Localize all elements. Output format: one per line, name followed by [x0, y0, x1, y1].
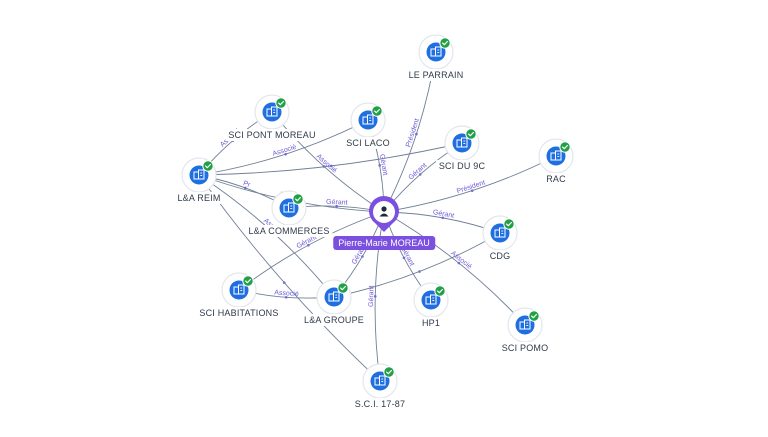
edge-arrow: [402, 256, 406, 260]
verified-check-icon: [383, 366, 395, 378]
edge-arrow: [244, 186, 247, 190]
edge-label: Associé: [449, 250, 473, 271]
edge-arrow: [284, 152, 287, 156]
edge-label: Gérant: [368, 285, 376, 307]
node-label-hp1: HP1: [418, 317, 444, 329]
node-label-sci-pont-moreau: SCI PONT MOREAU: [225, 129, 319, 141]
building-icon: [425, 294, 437, 305]
node-hp1[interactable]: [413, 282, 449, 318]
node-label-sci-pomo: SCI POMO: [498, 342, 552, 354]
node-sci-pont-moreau[interactable]: [254, 94, 290, 130]
building-icon: [193, 169, 205, 180]
edge-label: Président: [405, 118, 421, 148]
node-la-reim[interactable]: [181, 157, 217, 193]
building-icon: [362, 114, 374, 125]
edge-arrow: [378, 164, 381, 167]
edge-arrow: [441, 216, 445, 220]
building-icon: [328, 291, 340, 302]
building-icon: [233, 284, 245, 295]
edge-arrow: [418, 270, 421, 273]
person-pin-inner: [373, 201, 395, 223]
edge-arrow: [470, 189, 474, 192]
node-label-le-parrain: LE PARRAIN: [405, 69, 467, 81]
verified-check-icon: [275, 97, 287, 109]
node-sci-habitations[interactable]: [221, 272, 257, 308]
building-icon: [519, 319, 531, 330]
node-label-la-reim: L&A REIM: [174, 192, 224, 204]
verified-check-icon: [202, 160, 214, 172]
verified-check-icon: [439, 37, 451, 49]
edge-label: Pr: [242, 180, 252, 189]
node-rac[interactable]: [538, 138, 574, 174]
verified-check-icon: [337, 282, 349, 294]
center-node[interactable]: [369, 196, 400, 232]
edge-arrow: [418, 173, 422, 176]
node-la-commerces[interactable]: [271, 190, 307, 226]
verified-check-icon: [371, 105, 383, 117]
verified-check-icon: [242, 275, 254, 287]
node-label-rac: RAC: [543, 173, 569, 185]
edge-arrow: [361, 255, 364, 258]
building-icon: [266, 106, 278, 117]
node-sci-17-87[interactable]: [362, 363, 398, 399]
verified-check-icon: [465, 128, 477, 140]
building-icon: [283, 202, 295, 213]
edge-arrow: [282, 281, 286, 284]
center-person-label[interactable]: Pierre-Marie MOREAU: [333, 236, 435, 250]
building-icon: [430, 46, 442, 57]
edge-label: Associé: [272, 144, 298, 158]
verified-check-icon: [292, 193, 304, 205]
node-label-cdg: CDG: [486, 250, 514, 262]
node-la-groupe[interactable]: [316, 279, 352, 315]
node-label-la-commerces: L&A COMMERCES: [245, 225, 333, 237]
edge-arrow: [373, 295, 377, 298]
edge-arrow: [307, 243, 310, 247]
verified-check-icon: [559, 141, 571, 153]
node-label-sci-du-9c: SCI DU 9C: [435, 160, 489, 172]
edge-label: Associé: [315, 153, 338, 175]
verified-check-icon: [503, 218, 515, 230]
person-icon: [379, 206, 389, 217]
edge-label: Gérant: [326, 199, 348, 207]
edge-arrow: [457, 261, 461, 265]
building-icon: [550, 150, 562, 161]
building-icon: [374, 375, 386, 386]
building-icon: [494, 227, 506, 238]
node-sci-pomo[interactable]: [507, 307, 543, 343]
edge-arrow: [330, 164, 333, 168]
verified-check-icon: [528, 310, 540, 322]
edge-label: Associé: [274, 289, 299, 298]
node-label-sci-habitations: SCI HABITATIONS: [196, 307, 282, 319]
node-label-sci-laco: SCI LACO: [343, 137, 393, 149]
node-sci-du-9c[interactable]: [444, 125, 480, 161]
node-sci-laco[interactable]: [350, 102, 386, 138]
edge-label: Gérant: [408, 162, 429, 181]
edge-label: Président: [456, 179, 486, 195]
edge-arrow: [335, 204, 338, 208]
edge-arrow: [415, 132, 418, 136]
node-le-parrain[interactable]: [418, 34, 454, 70]
building-icon: [456, 137, 468, 148]
node-label-la-groupe: L&A GROUPE: [300, 314, 368, 326]
verified-check-icon: [434, 285, 446, 297]
node-label-sci-17-87: S.C.I. 17-87: [351, 398, 409, 410]
edge-label: Gérant: [432, 209, 454, 220]
edge-label: Gérant: [378, 154, 389, 176]
edge-arrow: [284, 296, 288, 299]
node-cdg[interactable]: [482, 215, 518, 251]
